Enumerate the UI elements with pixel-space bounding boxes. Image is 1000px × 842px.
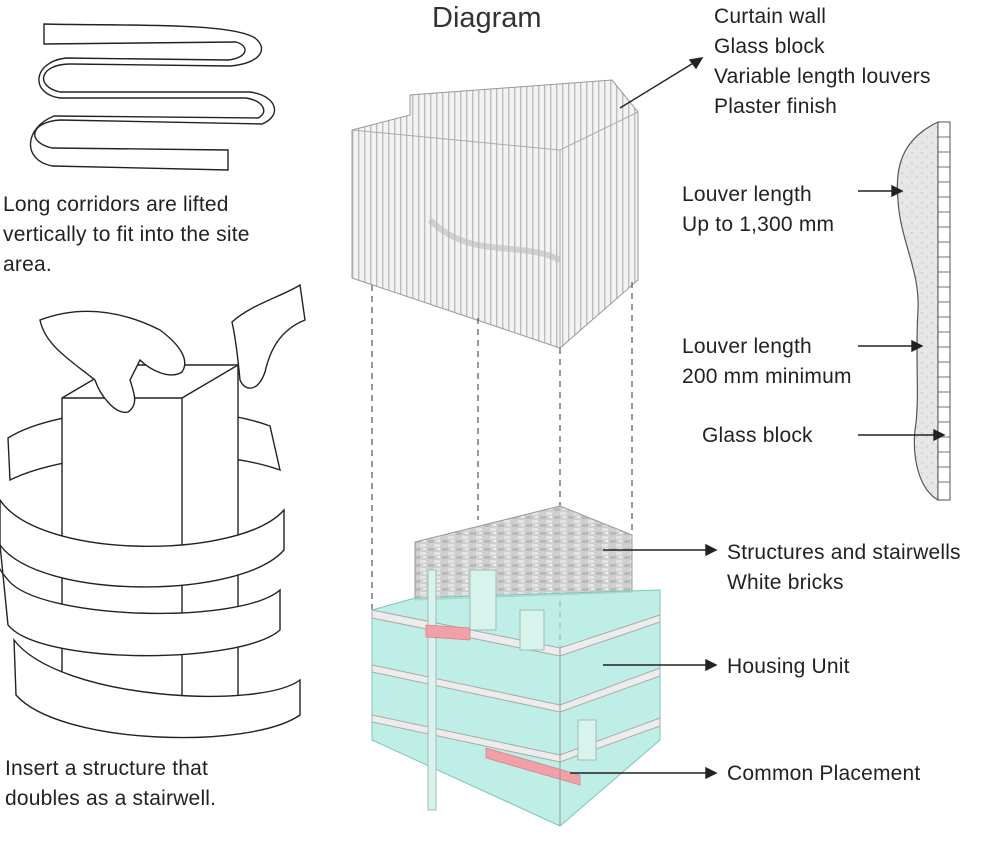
corridor-note: Long corridors are lifted vertically to … xyxy=(3,190,250,280)
corridor-note-line: area. xyxy=(3,253,52,276)
building-model xyxy=(371,505,661,827)
facade-label: Curtain wall xyxy=(714,5,827,28)
louver-min-line: 200 mm minimum xyxy=(682,365,852,388)
stair-note: Insert a structure that doubles as a sta… xyxy=(5,754,216,814)
facade-label: Glass block xyxy=(714,35,825,58)
stair-structure-sketch xyxy=(0,283,306,739)
structures-line: White bricks xyxy=(727,571,844,594)
structures-label: Structures and stairwells White bricks xyxy=(727,538,961,598)
corridor-note-line: vertically to fit into the site xyxy=(3,223,250,246)
louver-min-line: Louver length xyxy=(682,335,812,358)
structures-line: Structures and stairwells xyxy=(727,541,961,564)
glass-block-label: Glass block xyxy=(702,424,813,447)
diagram-title: Diagram xyxy=(432,2,542,34)
facade-labels: Curtain wall Glass block Variable length… xyxy=(714,2,931,122)
facade-louver-block xyxy=(351,79,639,349)
louver-max-line: Louver length xyxy=(682,183,812,206)
louver-max-line: Up to 1,300 mm xyxy=(682,213,835,236)
stair-note-line: Insert a structure that xyxy=(5,757,209,780)
stair-note-line: doubles as a stairwell. xyxy=(5,787,217,810)
leader-arrows xyxy=(570,57,946,780)
facade-label: Plaster finish xyxy=(714,95,838,118)
housing-unit-label: Housing Unit xyxy=(727,655,850,678)
corridor-ribbon-sketch xyxy=(29,23,276,171)
common-placement-label: Common Placement xyxy=(727,762,921,785)
wall-section xyxy=(896,121,951,502)
facade-label: Variable length louvers xyxy=(714,65,931,88)
corridor-note-line: Long corridors are lifted xyxy=(3,193,229,216)
louver-min-label: Louver length 200 mm minimum xyxy=(682,332,852,392)
louver-max-label: Louver length Up to 1,300 mm xyxy=(682,180,834,240)
